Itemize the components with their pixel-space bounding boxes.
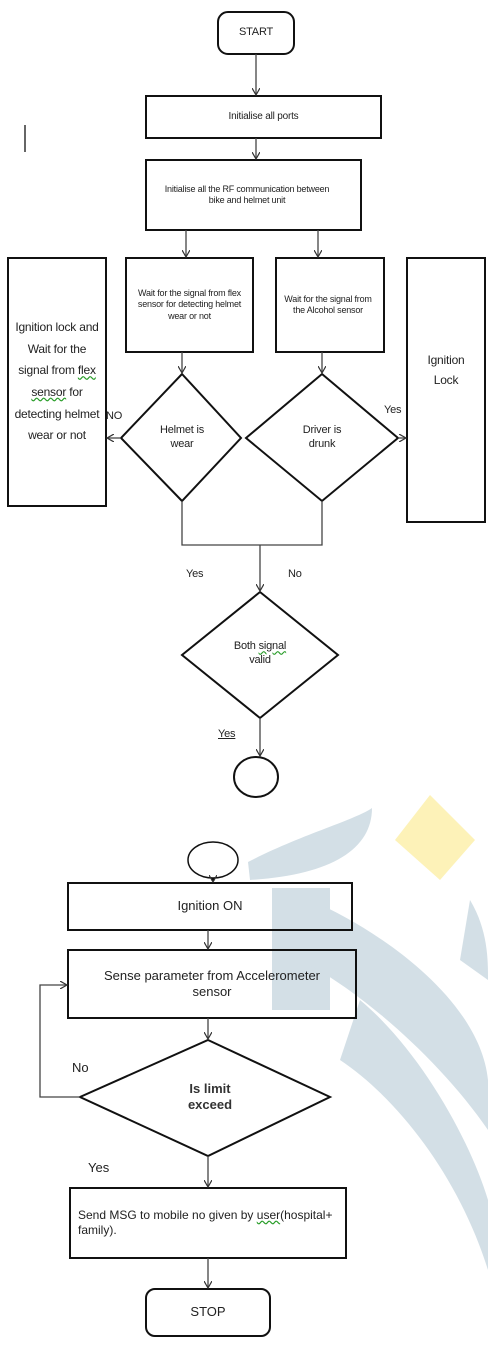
no-helmet-action-text-2: for detecting helmet wear or not [14, 385, 100, 443]
connector-circle-2 [187, 841, 239, 879]
drunk-decision-label: Driver is drunk [302, 424, 342, 450]
both-valid-signal: signal [258, 640, 287, 653]
edge-merge [181, 501, 323, 590]
no-helmet-action-box [7, 257, 107, 507]
wait-flex-label: Wait for the signal from flex sensor for… [137, 288, 242, 321]
edge-label-no-loop: No [72, 1060, 89, 1075]
start-label: START [238, 26, 274, 39]
init-rf-box [145, 159, 362, 231]
stop-label: STOP [190, 1304, 226, 1320]
edge-label-yes-right: Yes [384, 404, 402, 416]
watermark-leaf-lower [340, 1000, 488, 1270]
watermark-leaf-right [460, 900, 488, 980]
ignition-on-label: Ignition ON [177, 898, 243, 914]
no-helmet-action-text-1: Ignition lock and Wait for the signal fr… [15, 320, 99, 378]
wait-alcohol-box [275, 257, 385, 353]
both-valid-text-2: valid [249, 654, 271, 666]
send-msg-text-1: Send MSG to mobile no given by [78, 1208, 257, 1222]
watermark-leaf-top [248, 808, 372, 880]
edge-label-yes-merge: Yes [186, 568, 204, 580]
init-ports-label: Initialise all ports [228, 110, 299, 122]
limit-decision-label: Is limit exceed [187, 1080, 233, 1112]
watermark-diamond-yellow [395, 795, 475, 880]
init-rf-label: Initialise all the RF communication betw… [164, 183, 330, 205]
wait-alcohol-label: Wait for the signal from the Alcohol sen… [284, 293, 372, 315]
no-helmet-action-flex: flex [77, 363, 96, 378]
ignition-lock-box [406, 257, 486, 523]
both-valid-text-1: Both [233, 640, 259, 653]
helmet-decision-label: Helmet is wear [159, 424, 205, 450]
no-helmet-action-label: Ignition lock and Wait for the signal fr… [8, 258, 106, 506]
edge-label-no-left: NO [106, 410, 123, 422]
send-msg-user: user [256, 1208, 281, 1222]
stop-terminal [145, 1288, 271, 1337]
both-valid-label: Both signal valid [224, 630, 296, 678]
edge-limit-no-loop [39, 985, 80, 1098]
edge-label-yes-limit: Yes [88, 1160, 110, 1175]
send-msg-label: Send MSG to mobile no given by user(hosp… [78, 1188, 340, 1258]
sense-label: Sense parameter from Accelerometer senso… [103, 967, 321, 999]
connector-circle-1 [233, 756, 279, 798]
wait-flex-box [125, 257, 254, 353]
edge-label-no-merge: No [288, 568, 302, 580]
no-helmet-action-sensor: sensor [31, 385, 67, 399]
init-ports-box [145, 95, 382, 139]
send-msg-text-2: (hospital+ family). [78, 1208, 333, 1237]
edge-label-yes-bottom: Yes [218, 728, 236, 740]
ignition-lock-label: Ignition Lock [427, 352, 465, 387]
watermark-leaf-curve [300, 900, 488, 1130]
sense-box [67, 949, 357, 1019]
ignition-on-box [67, 882, 353, 931]
